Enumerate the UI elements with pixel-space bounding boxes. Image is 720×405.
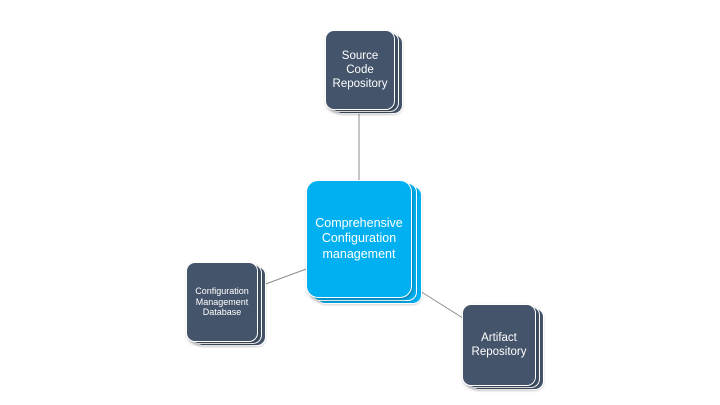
node-label-line: Database [202,307,242,318]
node-label-line: Repository [332,78,388,90]
node-label-line: Repository [471,346,527,358]
source-code-repository-box: Source Code Repository [325,30,395,110]
node-label-line: management [322,246,396,261]
comprehensive-configuration-management-box: Comprehensive Configuration management [306,180,412,298]
node-label-line: Configuration [195,285,249,296]
configuration-management-database-node[interactable]: Configuration Management Database [186,262,268,348]
connector-center-to-cmdb [262,267,310,286]
comprehensive-configuration-management-node[interactable]: Comprehensive Configuration management [306,180,424,306]
artifact-repository-node[interactable]: Artifact Repository [462,304,546,392]
node-label-line: Comprehensive [315,216,403,231]
node-label-line: Code [346,63,374,76]
source-code-repository-node[interactable]: Source Code Repository [325,30,405,116]
node-label-line: Source [341,49,379,62]
artifact-repository-box: Artifact Repository [462,304,536,386]
node-label-line: Management [195,296,249,307]
node-label-line: Configuration [321,231,397,246]
configuration-management-database-box: Configuration Management Database [186,262,258,342]
node-label-line: Artifact [481,331,517,344]
